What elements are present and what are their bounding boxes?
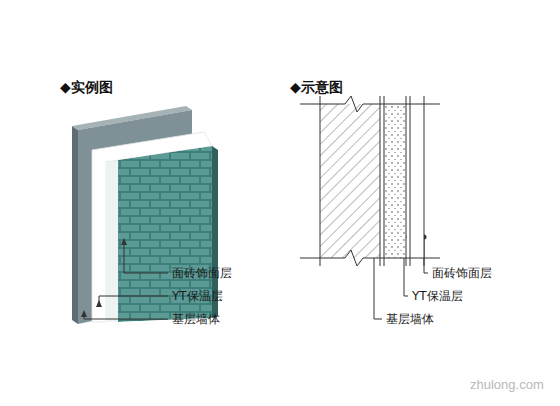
- view-heading: ◆示意图: [290, 80, 343, 94]
- wall-section: [300, 96, 440, 266]
- layer-label: YT保温层: [172, 289, 223, 303]
- layer-label: YT保温层: [412, 289, 463, 303]
- watermark: zhulong.com: [470, 378, 544, 392]
- layer-label: 面砖饰面层: [432, 266, 492, 280]
- layer-label: 基层墙体: [172, 312, 220, 326]
- layer-label: 面砖饰面层: [172, 266, 232, 280]
- view-heading: ◆实例图: [60, 80, 113, 94]
- layer-label: 基层墙体: [386, 312, 434, 326]
